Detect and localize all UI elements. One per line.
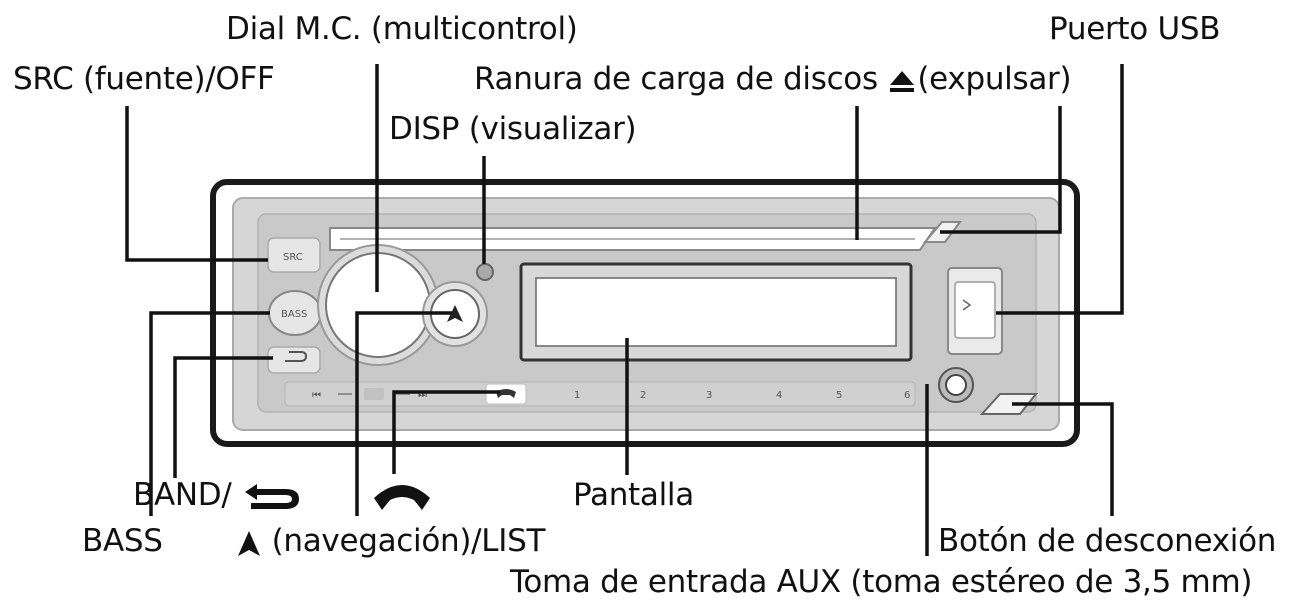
label-navigation-text: (navegación)/LIST bbox=[271, 523, 546, 559]
back-arrow-icon bbox=[245, 483, 300, 509]
bass-button-text: BASS bbox=[281, 309, 307, 320]
leader-lines bbox=[125, 64, 1124, 556]
label-display: Pantalla bbox=[573, 477, 694, 513]
label-band-text: BAND/ bbox=[133, 477, 232, 513]
phone-small-icon bbox=[496, 389, 516, 398]
eject-icon bbox=[890, 70, 915, 92]
usb-port[interactable] bbox=[954, 281, 996, 339]
leader-phone bbox=[392, 390, 500, 474]
usb-arrow-icon bbox=[962, 299, 972, 311]
display-inner bbox=[535, 277, 897, 347]
label-bass: BASS bbox=[82, 523, 163, 559]
leader-band bbox=[173, 356, 273, 478]
preset-5-text[interactable]: 5 bbox=[836, 390, 842, 401]
aux-jack[interactable] bbox=[945, 374, 967, 396]
src-button-text: SRC bbox=[283, 252, 303, 263]
detach-button[interactable] bbox=[979, 393, 1039, 415]
label-detach-button: Botón de desconexión bbox=[938, 523, 1277, 559]
label-phone bbox=[370, 478, 434, 512]
nav-button-arrow-icon bbox=[447, 305, 463, 322]
label-aux-jack: Toma de entrada AUX (toma estéreo de 3,5… bbox=[510, 564, 1253, 600]
src-button[interactable] bbox=[267, 237, 321, 273]
label-usb-port: Puerto USB bbox=[1049, 11, 1221, 47]
phone-handset-icon bbox=[374, 485, 430, 510]
bottom-button-strip bbox=[284, 381, 916, 407]
leader-detach bbox=[1012, 402, 1114, 516]
label-navigation: (navegación)/LIST bbox=[236, 526, 545, 558]
label-disc-slot-and-eject: Ranura de carga de discos (expulsar) bbox=[474, 61, 1072, 97]
label-eject: (expulsar) bbox=[917, 61, 1072, 97]
prev-track-text: ⏮ bbox=[312, 390, 321, 401]
leader-bass bbox=[149, 311, 270, 516]
preset-4-text[interactable]: 4 bbox=[776, 390, 782, 401]
preset-2-text[interactable]: 2 bbox=[640, 390, 646, 401]
disp-button[interactable] bbox=[476, 263, 494, 281]
label-disp: DISP (visualizar) bbox=[389, 111, 637, 147]
leader-usb bbox=[996, 64, 1124, 315]
mode-button[interactable] bbox=[364, 388, 384, 400]
leader-src bbox=[125, 106, 268, 262]
next-track-text: ⏭ bbox=[418, 390, 427, 401]
up-arrow-icon bbox=[238, 530, 260, 556]
label-disc-slot: Ranura de carga de discos bbox=[474, 61, 878, 97]
label-band: BAND/ bbox=[133, 480, 303, 512]
preset-1-text[interactable]: 1 bbox=[574, 390, 580, 401]
back-small-icon bbox=[285, 351, 308, 362]
preset-3-text[interactable]: 3 bbox=[706, 390, 712, 401]
leader-eject bbox=[940, 106, 1062, 234]
label-dial-mc: Dial M.C. (multicontrol) bbox=[226, 11, 578, 47]
leader-nav bbox=[355, 311, 452, 516]
preset-6-text[interactable]: 6 bbox=[904, 390, 910, 401]
label-src-off: SRC (fuente)/OFF bbox=[13, 61, 275, 97]
